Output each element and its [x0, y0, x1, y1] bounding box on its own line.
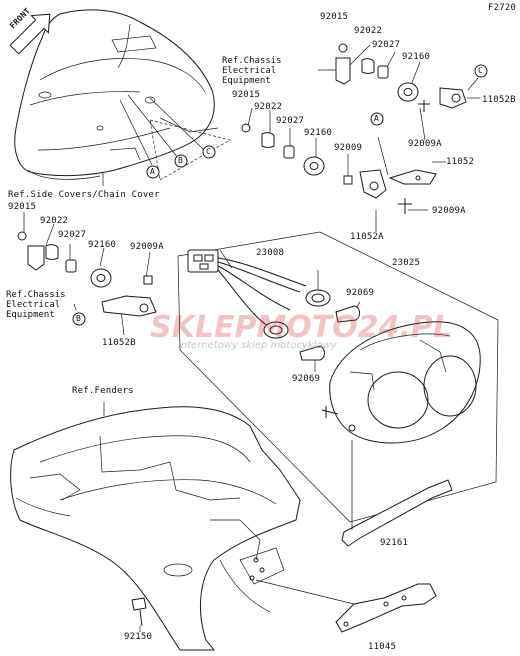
harness-drawing [187, 249, 361, 361]
ref-fenders: Ref.Fenders [72, 386, 134, 396]
part-label[interactable]: 92022 [254, 102, 283, 112]
part-label[interactable]: 92027 [372, 40, 401, 50]
part-label[interactable]: 92160 [402, 52, 431, 62]
part-label[interactable]: 92015 [320, 12, 349, 22]
part-label[interactable]: 92009A [432, 206, 466, 216]
part-label[interactable]: 92015 [232, 90, 261, 100]
watermark-brand: SKLEPMOTO24.PL [150, 310, 453, 345]
callout-b-left: B [178, 156, 184, 165]
license-bracket-drawing [335, 583, 437, 633]
bolt-92150-drawing [131, 597, 147, 632]
part-label[interactable]: 92015 [8, 202, 37, 212]
part-label[interactable]: 92069 [346, 288, 375, 298]
part-label[interactable]: 11052 [446, 157, 475, 167]
part-label[interactable]: 92069 [292, 374, 321, 384]
callout-c-right: C [478, 66, 484, 75]
hardware-top-right [335, 43, 467, 112]
part-label[interactable]: 92160 [88, 240, 117, 250]
front-arrow [9, 13, 51, 55]
part-label[interactable]: 92160 [304, 128, 333, 138]
part-label[interactable]: 92022 [354, 26, 383, 36]
part-label[interactable]: 92027 [58, 230, 87, 240]
tail-light-drawing [321, 321, 481, 444]
leader-lines [23, 44, 480, 372]
part-label[interactable]: 92022 [40, 216, 69, 226]
part-label[interactable]: 92009A [408, 139, 442, 149]
callout-c-left: C [206, 147, 212, 156]
callout-a-left: A [150, 167, 156, 176]
part-label[interactable]: 92009A [130, 242, 164, 252]
part-label[interactable]: 11052B [482, 95, 516, 105]
seat-cowl-drawing [14, 9, 219, 180]
part-label[interactable]: 92027 [276, 116, 305, 126]
callout-b-bottom: B [76, 314, 82, 323]
watermark-tagline: internetowy sklep motocyklowy [178, 340, 337, 351]
callout-a-right: A [374, 114, 380, 123]
bracket-92161-drawing [341, 479, 453, 547]
part-label[interactable]: 92161 [380, 538, 409, 548]
rear-fender-drawing [10, 402, 363, 651]
part-label[interactable]: 11045 [368, 642, 397, 652]
part-label[interactable]: 11052A [350, 232, 384, 242]
part-label[interactable]: 23025 [392, 258, 421, 268]
hardware-middle [241, 123, 437, 214]
ref-chassis-top: Ref.Chassis Electrical Equipment [222, 56, 282, 86]
ref-side-covers: Ref.Side Covers/Chain Cover [8, 190, 160, 200]
ref-chassis-left: Ref.Chassis Electrical Equipment [6, 290, 66, 320]
callout-markers [72, 64, 488, 326]
part-label[interactable]: 92150 [124, 632, 153, 642]
diagram-code: F2720 [488, 3, 517, 13]
part-label[interactable]: 92009 [334, 143, 363, 153]
hardware-left [17, 231, 157, 317]
part-label[interactable]: 11052B [102, 338, 136, 348]
part-label[interactable]: 23008 [256, 248, 285, 258]
